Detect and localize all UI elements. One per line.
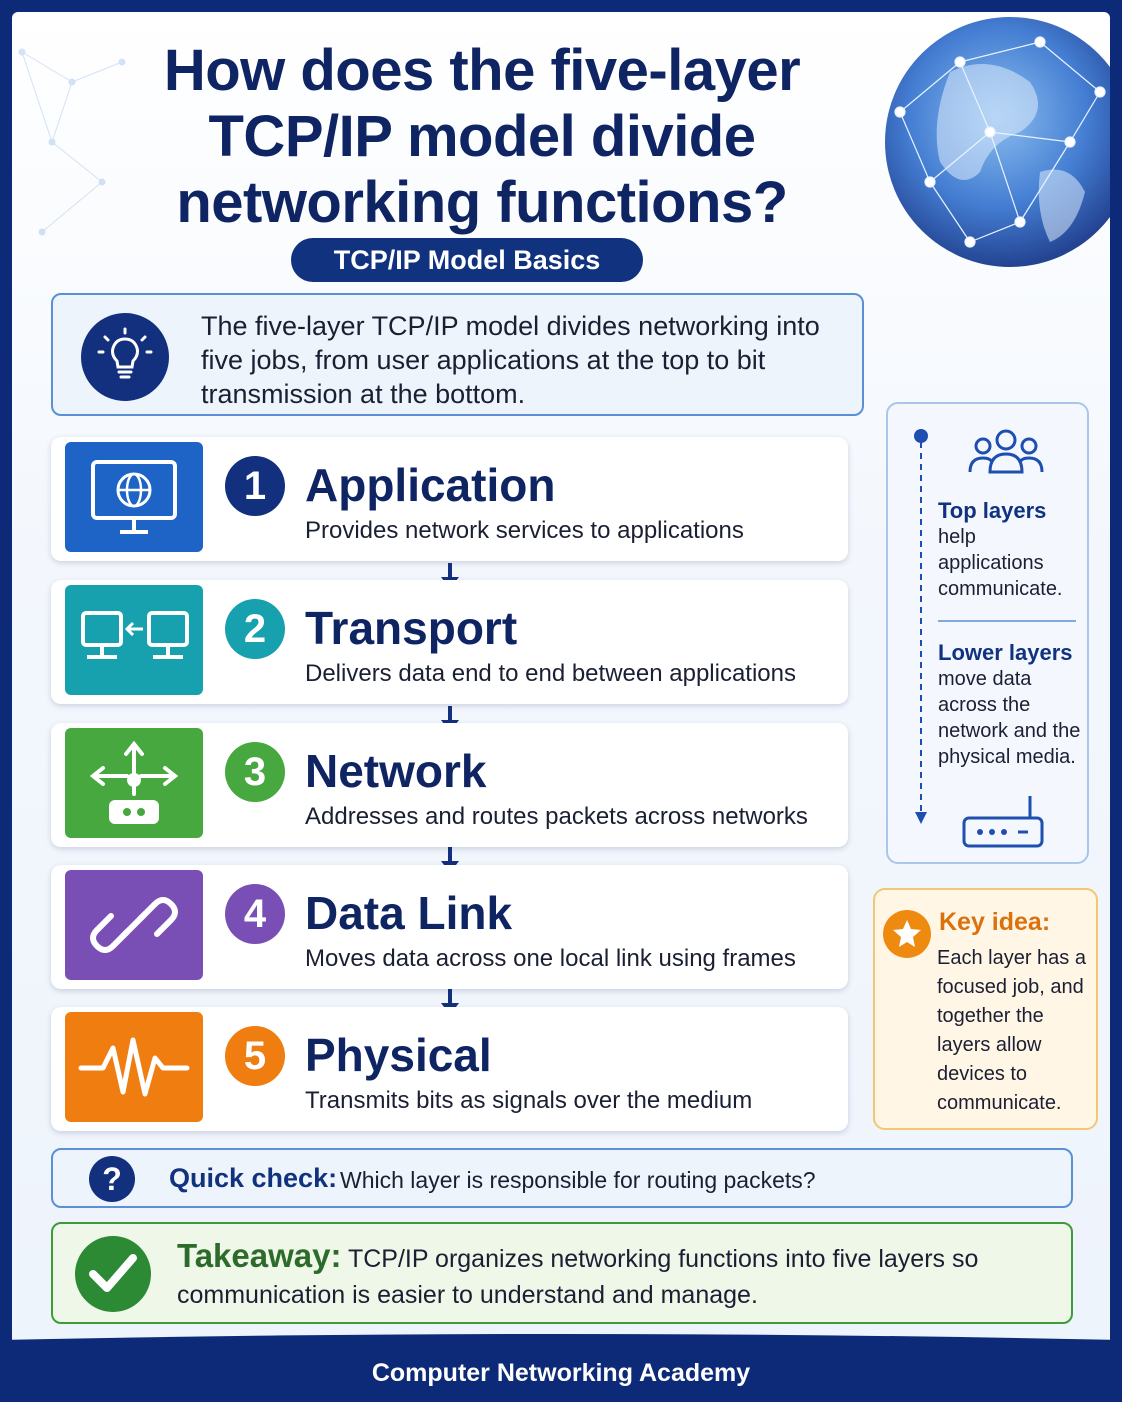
layer-name: Application xyxy=(305,459,556,511)
takeaway-text: TCP/IP organizes networking functions in… xyxy=(177,1245,979,1309)
layer-number: 4 xyxy=(225,884,285,944)
subtitle-pill: TCP/IP Model Basics xyxy=(291,238,643,282)
takeaway-label: Takeaway: xyxy=(177,1237,342,1274)
router-icon xyxy=(962,796,1044,848)
question-mark-icon: ? xyxy=(89,1156,135,1202)
panel-divider xyxy=(938,620,1076,622)
layer-description: Addresses and routes packets across netw… xyxy=(305,803,808,830)
page-title: How does the five-layer TCP/IP model div… xyxy=(163,38,801,235)
layer-number: 1 xyxy=(225,456,285,516)
layer-card-network: 3 Network Addresses and routes packets a… xyxy=(51,723,848,847)
footer-brand: Computer Networking Academy xyxy=(0,1340,1122,1402)
top-layers-text: help applications communicate. xyxy=(938,526,1063,600)
signal-wave-icon xyxy=(65,1012,203,1122)
layer-number: 5 xyxy=(225,1026,285,1086)
intro-text: The five-layer TCP/IP model divides netw… xyxy=(201,311,820,409)
chain-link-icon xyxy=(65,870,203,980)
layer-name: Network xyxy=(305,745,487,797)
monitor-globe-icon xyxy=(65,442,203,552)
quick-check-label: Quick check: xyxy=(169,1163,338,1193)
layer-card-transport: 2 Transport Delivers data end to end bet… xyxy=(51,580,848,704)
top-lower-layers-panel: Top layers help applications communicate… xyxy=(886,402,1089,864)
star-icon xyxy=(883,910,931,958)
lower-layers-note: Lower layers move data across the networ… xyxy=(938,640,1083,770)
layer-card-application: 1 Application Provides network services … xyxy=(51,437,848,561)
layer-number: 2 xyxy=(225,599,285,659)
computers-exchange-icon xyxy=(65,585,203,695)
globe-icon xyxy=(885,17,1110,267)
users-group-icon xyxy=(968,429,1044,474)
lower-layers-text: move data across the network and the phy… xyxy=(938,668,1081,768)
intro-box: The five-layer TCP/IP model divides netw… xyxy=(51,293,864,416)
layer-name: Data Link xyxy=(305,887,513,939)
takeaway-content: Takeaway: TCP/IP organizes networking fu… xyxy=(177,1238,1057,1313)
checkmark-icon xyxy=(75,1236,151,1312)
layer-name: Transport xyxy=(305,602,518,654)
key-idea-box: Key idea: Each layer has a focused job, … xyxy=(873,888,1098,1130)
infographic-canvas: How does the five-layer TCP/IP model div… xyxy=(12,12,1110,1352)
key-idea-label: Key idea: xyxy=(939,908,1051,936)
router-arrows-icon xyxy=(65,728,203,838)
takeaway-box: Takeaway: TCP/IP organizes networking fu… xyxy=(51,1222,1073,1324)
layer-number: 3 xyxy=(225,742,285,802)
layer-description: Moves data across one local link using f… xyxy=(305,945,796,972)
quick-check-text: Which layer is responsible for routing p… xyxy=(340,1167,816,1193)
layer-card-physical: 5 Physical Transmits bits as signals ove… xyxy=(51,1007,848,1131)
dashed-arrow-icon xyxy=(914,429,928,824)
layer-description: Delivers data end to end between applica… xyxy=(305,660,796,687)
quick-check-box: ? Quick check: Which layer is responsibl… xyxy=(51,1148,1073,1208)
lower-layers-label: Lower layers xyxy=(938,640,1073,665)
network-decoration-icon xyxy=(18,48,126,236)
lightbulb-icon xyxy=(81,313,169,401)
top-layers-note: Top layers help applications communicate… xyxy=(938,498,1083,602)
top-layers-label: Top layers xyxy=(938,498,1047,523)
layer-description: Provides network services to application… xyxy=(305,517,744,544)
layer-card-data-link: 4 Data Link Moves data across one local … xyxy=(51,865,848,989)
key-idea-text: Each layer has a focused job, and togeth… xyxy=(937,947,1086,1114)
layer-description: Transmits bits as signals over the mediu… xyxy=(305,1087,753,1114)
layer-name: Physical xyxy=(305,1029,492,1081)
